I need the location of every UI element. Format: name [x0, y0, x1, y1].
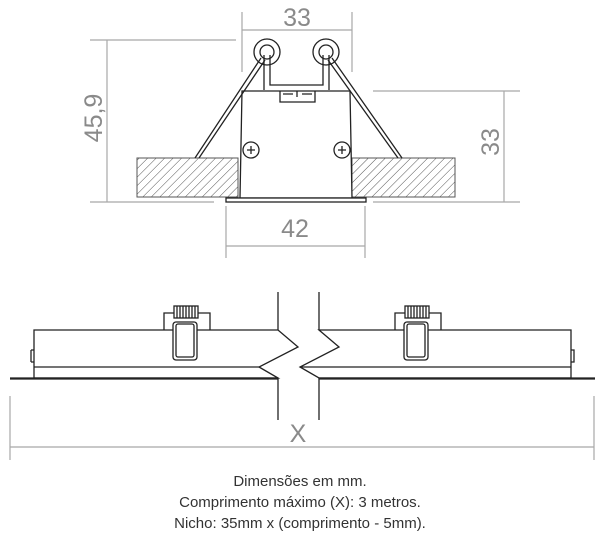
spring-clip-left [194, 38, 298, 159]
dimension-label: 42 [281, 215, 309, 243]
spring-clip-left [163, 305, 211, 361]
profile-left-segment [10, 329, 300, 380]
dimension-label: X [290, 420, 307, 448]
screw-icon [333, 141, 351, 159]
side-view: X [9, 292, 595, 460]
ceiling-block-left [136, 157, 239, 198]
dimension-label: 45,9 [80, 94, 108, 143]
dimension-label: 33 [477, 128, 505, 156]
note-niche: Nicho: 35mm x (comprimento - 5mm). [174, 515, 426, 532]
dimension-label: 33 [283, 4, 311, 32]
dimension-length: X [9, 396, 595, 460]
dimension-body-height: 33 [373, 90, 520, 203]
spring-clip-right [394, 305, 442, 361]
dimension-flange-width: 42 [225, 206, 366, 258]
notes: Dimensões em mm. Comprimento máximo (X):… [0, 471, 600, 534]
profile-right-segment [298, 329, 595, 380]
cross-section-view: 33 45,9 33 42 [80, 4, 520, 258]
note-max-length: Comprimento máximo (X): 3 metros. [179, 494, 421, 511]
screw-icon [242, 141, 260, 159]
dimension-total-height: 45,9 [80, 39, 236, 203]
profile-body [225, 90, 367, 203]
note-units: Dimensões em mm. [233, 473, 367, 490]
spring-clip-right [298, 38, 403, 159]
dimension-top-width: 33 [241, 4, 353, 72]
ceiling-block-right [351, 157, 456, 198]
